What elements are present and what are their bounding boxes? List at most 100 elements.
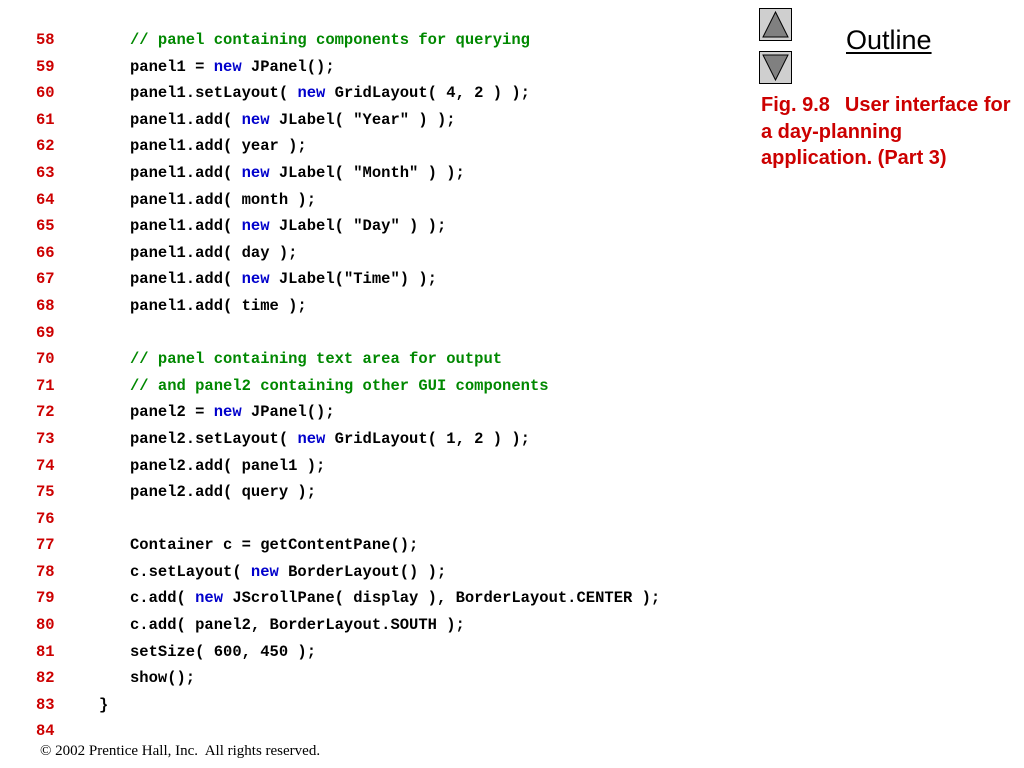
line-code: panel2 = new JPanel(); [130, 399, 335, 426]
line-code: Container c = getContentPane(); [130, 532, 418, 559]
code-text: JLabel( "Day" ) ); [269, 217, 447, 236]
code-line: 70// panel containing text area for outp… [0, 346, 750, 373]
line-code: c.add( new JScrollPane( display ), Borde… [130, 585, 660, 612]
code-text: panel1 = [130, 57, 214, 76]
line-code: setSize( 600, 450 ); [130, 639, 316, 666]
line-number: 81 [36, 642, 55, 661]
code-text: panel1.add( year ); [130, 137, 307, 156]
code-line: 80 c.add( panel2, BorderLayout.SOUTH ); [0, 612, 750, 639]
line-number: 78 [36, 562, 55, 581]
code-line: 73 panel2.setLayout( new GridLayout( 1, 2… [0, 426, 750, 453]
code-text: c.setLayout( [130, 562, 251, 581]
code-text: BorderLayout() ); [278, 562, 447, 581]
code-text: JLabel( "Year" ) ); [269, 110, 456, 129]
line-number: 63 [36, 163, 55, 182]
line-code: panel1.add( time ); [130, 293, 307, 320]
next-slide-button[interactable] [759, 51, 792, 84]
line-number: 80 [36, 616, 55, 635]
code-text: c.add( panel2, BorderLayout.SOUTH ); [130, 616, 465, 635]
code-keyword: new [213, 403, 242, 422]
line-code: // panel containing components for query… [130, 27, 530, 54]
code-line: 75 panel2.add( query ); [0, 479, 750, 506]
code-text: } [99, 695, 109, 714]
line-code: panel1.add( new JLabel( "Day" ) ); [130, 213, 446, 240]
code-line: 62 panel1.add( year ); [0, 133, 750, 160]
code-text: JLabel("Time") ); [269, 270, 437, 289]
line-code: // and panel2 containing other GUI compo… [130, 373, 549, 400]
line-code: panel2.add( panel1 ); [130, 453, 325, 480]
code-text: JPanel(); [241, 403, 335, 422]
line-code: panel2.add( query ); [130, 479, 316, 506]
code-text: panel1.add( time ); [130, 296, 307, 315]
code-line: 81 setSize( 600, 450 ); [0, 639, 750, 666]
line-number: 79 [36, 589, 55, 608]
code-comment: // panel containing text area for output [130, 350, 503, 369]
code-text: show(); [130, 669, 196, 688]
line-number: 84 [36, 722, 55, 741]
line-code: panel1.add( year ); [130, 133, 307, 160]
code-text: panel1.add( [130, 163, 242, 182]
line-number: 61 [36, 110, 55, 129]
line-code: c.add( panel2, BorderLayout.SOUTH ); [130, 612, 465, 639]
line-code: panel1.add( month ); [130, 187, 316, 214]
line-code: // panel containing text area for output [130, 346, 502, 373]
code-keyword: new [213, 57, 242, 76]
line-number: 72 [36, 403, 55, 422]
code-text: Container c = getContentPane(); [130, 536, 419, 555]
code-comment: // and panel2 containing other GUI compo… [130, 376, 549, 395]
previous-slide-button[interactable] [759, 8, 792, 41]
code-line: 77 Container c = getContentPane(); [0, 532, 750, 559]
code-line: 74 panel2.add( panel1 ); [0, 453, 750, 480]
figure-caption-text: User interface for a day-planning applic… [761, 94, 1011, 169]
code-keyword: new [241, 217, 270, 236]
code-line: 83} [0, 692, 750, 719]
line-number: 58 [36, 31, 55, 49]
code-listing: 58 // panel containing components for que… [0, 27, 750, 745]
line-number: 66 [36, 243, 55, 262]
code-text: panel2.add( panel1 ); [130, 456, 326, 475]
code-text: c.add( [130, 589, 196, 608]
code-line: 82 show(); [0, 665, 750, 692]
code-keyword: new [241, 270, 270, 289]
code-keyword: new [297, 429, 326, 448]
line-code: panel1.add( new JLabel( "Year" ) ); [130, 107, 456, 134]
code-keyword: new [241, 163, 270, 182]
figure-number: Fig. 9.8 [761, 94, 830, 116]
code-text: JScrollPane( display ), BorderLayout.CEN… [223, 589, 661, 608]
code-line: 63 panel1.add( new JLabel( "Month" ) ); [0, 160, 750, 187]
code-keyword: new [195, 589, 224, 608]
line-number: 83 [36, 695, 55, 714]
line-code: panel2.setLayout( new GridLayout( 1, 2 )… [130, 426, 530, 453]
line-code: panel1.add( new JLabel( "Month" ) ); [130, 160, 465, 187]
line-code: } [99, 692, 108, 719]
line-number: 62 [36, 137, 55, 156]
code-line: 61 panel1.add( new JLabel( "Year" ) ); [0, 107, 750, 134]
code-line: 72 panel2 = new JPanel(); [0, 399, 750, 426]
line-number: 75 [36, 483, 55, 502]
line-code: panel1.setLayout( new GridLayout( 4, 2 )… [130, 80, 530, 107]
code-text: panel1.add( [130, 110, 242, 129]
code-text: setSize( 600, 450 ); [130, 642, 317, 661]
line-number: 73 [36, 429, 55, 448]
code-text: panel1.add( month ); [130, 190, 317, 209]
line-number: 71 [36, 376, 55, 395]
line-number: 74 [36, 456, 55, 475]
line-number: 64 [36, 190, 55, 209]
code-keyword: new [297, 84, 326, 103]
code-keyword: new [241, 110, 270, 129]
code-text: JLabel( "Month" ) ); [269, 163, 465, 182]
line-number: 82 [36, 669, 55, 688]
code-comment: // panel containing components for query… [130, 31, 530, 49]
line-number: 67 [36, 270, 55, 289]
code-line: 71 // and panel2 containing other GUI com… [0, 373, 750, 400]
line-code: panel1 = new JPanel(); [130, 54, 335, 81]
code-text: panel2.add( query ); [130, 483, 317, 502]
code-text: panel2.setLayout( [130, 429, 298, 448]
outline-link[interactable]: Outline [846, 25, 932, 55]
line-number: 77 [36, 536, 55, 555]
